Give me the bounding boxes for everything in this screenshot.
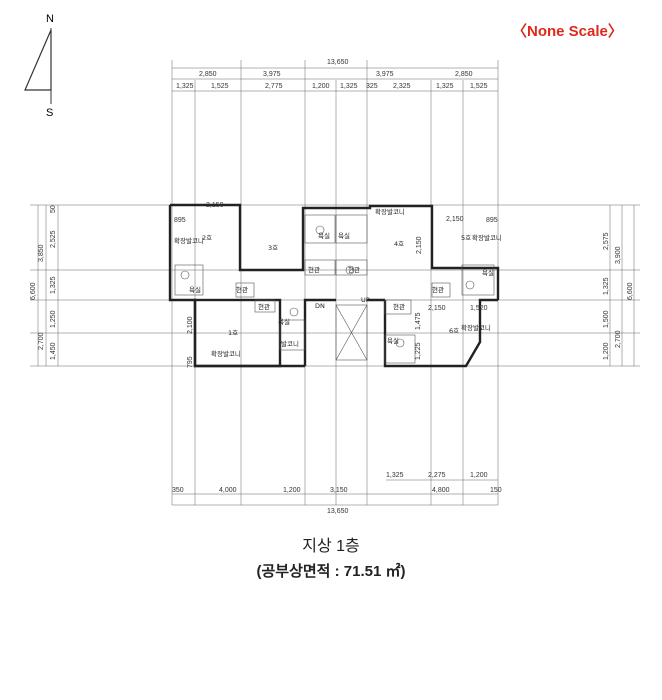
dim-right-r1: 3,900 <box>615 246 622 264</box>
dim-interior: 2,150 <box>428 305 446 312</box>
room-entry: 현관 <box>393 302 405 311</box>
room-entry: 현관 <box>348 265 360 274</box>
dim-bottom-r2: 2,275 <box>428 472 446 479</box>
dim-interior: 2,150 <box>416 236 423 254</box>
scale-note: 〈None Scale〉 <box>512 23 623 40</box>
dim-left-r1: 2,700 <box>38 332 45 350</box>
dim-interior: 895 <box>486 217 498 224</box>
dim-interior: 1,520 <box>470 305 488 312</box>
room-bath: 욕실 <box>189 285 201 294</box>
dim-interior: 2,150 <box>206 202 224 209</box>
room-entry: 현관 <box>308 265 320 274</box>
north-arrow-icon: N S <box>24 13 54 118</box>
dim-interior: 1,225 <box>415 342 422 360</box>
dim-left-r2: 1,450 <box>50 342 57 360</box>
room-service-balcony: 확장발코니 <box>461 323 491 332</box>
room-balcony: 발코니 <box>281 339 299 348</box>
dim-top-r1: 2,850 <box>455 71 473 78</box>
dim-interior: 895 <box>174 217 186 224</box>
dim-bottom-r1: 1,200 <box>283 487 301 494</box>
room-bath: 욕실 <box>482 268 494 277</box>
room-service-balcony: 확장발코니 <box>375 207 405 216</box>
room-entry: 현관 <box>236 285 248 294</box>
room-unit3: 3호 <box>268 244 278 252</box>
room-entry: 현관 <box>258 302 270 311</box>
left-dimensions: 6,600 3,850 2,700 50 2,525 1,325 1,250 1… <box>30 205 59 366</box>
dim-interior: 795 <box>187 356 194 368</box>
grid-lines <box>30 60 640 505</box>
room-bath: 욕실 <box>387 336 399 345</box>
compass-north-label: N <box>46 13 54 25</box>
room-unit4: 4호 <box>394 240 404 248</box>
dim-left-total: 6,600 <box>30 282 37 300</box>
dim-top-r1: 3,975 <box>376 71 394 78</box>
room-service-balcony: 확장발코니 <box>211 349 241 358</box>
dim-top-r2: 1,325 <box>340 83 358 90</box>
dim-top-r2: 1,525 <box>211 83 229 90</box>
room-service-balcony: 확장발코니 <box>174 236 204 245</box>
dim-bottom-r1: 350 <box>172 487 184 494</box>
room-unit5: 5호 <box>461 234 471 242</box>
dim-top-r2: 325 <box>366 83 378 90</box>
dim-top-r2: 1,325 <box>176 83 194 90</box>
room-service-balcony: 확장발코니 <box>472 233 502 242</box>
dim-top-r2: 2,325 <box>393 83 411 90</box>
right-dimensions: 2,575 1,325 1,500 1,200 3,900 2,700 6,60… <box>603 205 635 366</box>
dim-left-r2: 1,250 <box>50 310 57 328</box>
dim-left-r2: 1,325 <box>50 276 57 294</box>
dim-bottom-r1: 4,800 <box>432 487 450 494</box>
dim-left-r1: 3,850 <box>38 244 45 262</box>
compass-south-label: S <box>46 107 53 118</box>
dim-bottom-r2: 1,200 <box>470 472 488 479</box>
top-dimensions: 13,650 2,850 3,975 3,975 2,850 1,325 1,5… <box>172 59 498 92</box>
dim-top-r2: 1,525 <box>470 83 488 90</box>
interior-dimensions: 2,150 2,150 2,150 1,520 895 895 2,150 2,… <box>174 202 498 368</box>
stair-up: UP <box>361 296 370 304</box>
room-unit6: 6호 <box>449 327 459 335</box>
dim-bottom-r1: 3,150 <box>330 487 348 494</box>
dim-left-r2: 50 <box>50 205 57 213</box>
room-unit1: 1호 <box>228 329 238 337</box>
dim-bottom-r1: 150 <box>490 487 502 494</box>
dim-top-r2: 2,775 <box>265 83 283 90</box>
stair-down: DN <box>315 302 325 310</box>
room-bath: 욕실 <box>278 317 290 326</box>
floor-name: 지상 1층 <box>302 538 360 555</box>
dim-top-r2: 1,325 <box>436 83 454 90</box>
dim-top-total: 13,650 <box>327 59 349 66</box>
area-note: (공부상면적 : 71.51 ㎡) <box>256 563 406 580</box>
room-unit2: 2호 <box>202 234 212 242</box>
dim-right-r2: 1,325 <box>603 277 610 295</box>
dim-bottom-total: 13,650 <box>327 508 349 515</box>
dim-right-total: 6,600 <box>627 282 634 300</box>
room-bath: 욕실 <box>318 231 330 240</box>
dim-right-r1: 2,700 <box>615 330 622 348</box>
room-bath: 욕실 <box>338 231 350 240</box>
dim-top-r1: 2,850 <box>199 71 217 78</box>
dim-right-r2: 1,200 <box>603 342 610 360</box>
dim-bottom-r2: 1,325 <box>386 472 404 479</box>
dim-interior: 2,100 <box>187 316 194 334</box>
dim-interior: 1,475 <box>415 312 422 330</box>
dim-right-r2: 2,575 <box>603 232 610 250</box>
bottom-dimensions: 1,325 2,275 1,200 350 4,000 1,200 3,150 … <box>172 472 502 515</box>
building-walls <box>168 203 500 368</box>
dim-interior: 2,150 <box>446 216 464 223</box>
room-entry: 현관 <box>432 285 444 294</box>
dim-top-r2: 1,200 <box>312 83 330 90</box>
room-labels: 2호 3호 4호 5호 1호 6호 욕실 욕실 욕실 욕실 욕실 욕실 현관 현… <box>174 207 502 358</box>
plan-caption: 지상 1층 (공부상면적 : 71.51 ㎡) <box>0 532 662 581</box>
dim-right-r2: 1,500 <box>603 310 610 328</box>
dim-top-r1: 3,975 <box>263 71 281 78</box>
dim-left-r2: 2,525 <box>50 230 57 248</box>
dim-bottom-r1: 4,000 <box>219 487 237 494</box>
